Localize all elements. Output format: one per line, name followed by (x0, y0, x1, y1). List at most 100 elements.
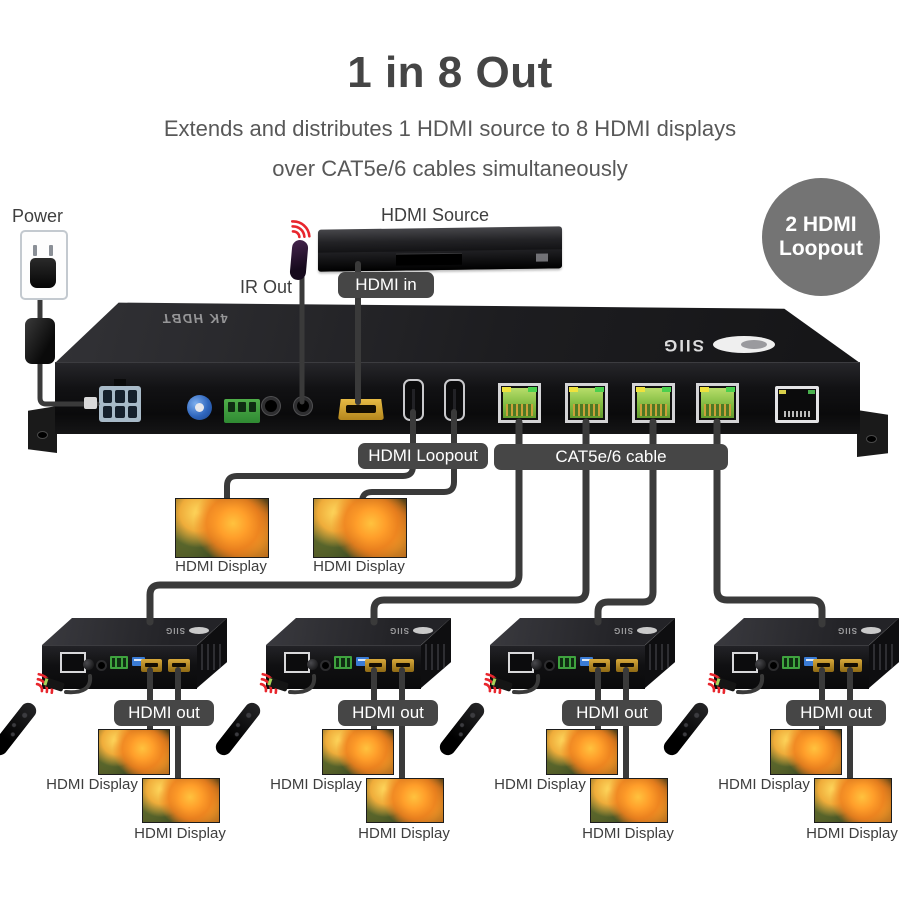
outlet-slot (33, 245, 37, 256)
siig-logo-small: SIIG (387, 625, 433, 637)
page-title: 1 in 8 Out (347, 48, 553, 97)
receiver-knob (307, 659, 318, 670)
hdmi-display-label: HDMI Display (718, 776, 810, 793)
receiver-terminal-block (782, 656, 800, 669)
hdmi-display-label: HDMI Display (313, 558, 405, 575)
siig-logo-oval (713, 336, 775, 354)
power-label: Power (12, 206, 64, 226)
receiver-dip-switch (804, 657, 817, 666)
receiver-terminal-block (558, 656, 576, 669)
badge-line2: Loopout (779, 237, 863, 260)
receiver-front-panel (42, 645, 197, 689)
hdmi-display-label: HDMI Display (806, 825, 898, 842)
receiver-dip-switch (132, 657, 145, 666)
receiver-front-panel (266, 645, 421, 689)
ir-signal-icon (290, 220, 311, 239)
rj45-port-1 (498, 383, 541, 423)
hdmi-display (322, 729, 394, 775)
receiver-top-face: SIIG (42, 618, 227, 645)
receiver-group-4: SIIG HDMI out HDMI Display HDMI Display (660, 610, 900, 860)
receiver-top-face: SIIG (266, 618, 451, 645)
screw-hole (37, 431, 48, 439)
receiver-hdmi-out-2 (840, 659, 862, 672)
ir-jack (294, 397, 312, 415)
subtitle-line1: Extends and distributes 1 HDMI source to… (163, 116, 737, 141)
splitter-front-panel (55, 362, 860, 434)
hdmi-display (770, 729, 842, 775)
receiver-top-face: SIIG (714, 618, 899, 645)
power-plug (30, 258, 56, 288)
receiver-hdmi-out-2 (168, 659, 190, 672)
mounting-bracket-right (857, 410, 888, 457)
dvd-display-window (396, 252, 462, 266)
hdmi-display-label: HDMI Display (46, 776, 138, 793)
receiver-terminal-block (110, 656, 128, 669)
receiver-group-1: SIIG HDMI out HDMI Display HDMI Display (0, 610, 230, 860)
receiver-terminal-block (334, 656, 352, 669)
dvd-logo (536, 253, 548, 262)
receiver-ir-jack (546, 662, 553, 669)
receiver-front-panel (714, 645, 869, 689)
siig-logo-small: SIIG (611, 625, 657, 637)
hdmi-display-label: HDMI Display (358, 825, 450, 842)
screw-hole (866, 435, 877, 443)
hdmi-display (142, 778, 220, 823)
receiver-knob (83, 659, 94, 670)
ir-emitter (289, 239, 309, 281)
receiver-ir-jack (770, 662, 777, 669)
rj45-port-3 (632, 383, 675, 423)
mounting-bracket-left (28, 406, 57, 453)
rj45-port-2 (565, 383, 608, 423)
power-connector-port (99, 379, 141, 422)
hdmi-source-label: HDMI Source (380, 205, 490, 225)
audio-jack (262, 397, 280, 415)
hdmi-display (98, 729, 170, 775)
receiver-ir-jack (98, 662, 105, 669)
hdbaset-logo: 4K HDBT (158, 311, 231, 326)
receiver-hdmi-out-1 (141, 659, 162, 672)
siig-logo-text: SIIG (661, 336, 704, 355)
rj45-port-spare (775, 386, 819, 423)
receiver-dip-switch (356, 657, 369, 666)
terminal-block (224, 399, 260, 423)
receiver-hdmi-out-1 (365, 659, 386, 672)
splitter-top-face: 4K HDBT SIIG (55, 302, 860, 363)
hdmi-display-label: HDMI Display (270, 776, 362, 793)
ir-out-label: IR Out (239, 277, 292, 297)
hdmi-display-label: HDMI Display (175, 558, 267, 575)
hdmi-out-tag: HDMI out (562, 700, 662, 726)
hdmi-display-label: HDMI Display (134, 825, 226, 842)
receiver-group-2: SIIG HDMI out HDMI Display HDMI Display (212, 610, 454, 860)
hdmi-in-tag: HDMI in (338, 272, 434, 298)
receiver-dip-switch (580, 657, 593, 666)
receiver-ir-jack (322, 662, 329, 669)
hdmi-out-tag: HDMI out (338, 700, 438, 726)
hdmi-display (175, 498, 269, 558)
power-adapter (25, 318, 55, 364)
receiver-hdmi-out-1 (589, 659, 610, 672)
hdmi-loopout-port-1 (403, 379, 424, 421)
dvd-player (318, 226, 562, 272)
receiver-hdmi-out-2 (392, 659, 414, 672)
outlet-slot (49, 245, 53, 256)
receiver-hdmi-out-1 (813, 659, 834, 672)
loopout-count-badge: 2 HDMI Loopout (762, 178, 880, 296)
hdmi-loopout-port-2 (444, 379, 465, 421)
hdmi-display (366, 778, 444, 823)
receiver-front-panel (490, 645, 645, 689)
cat-cable-tag: CAT5e/6 cable (494, 444, 728, 470)
receiver-knob (755, 659, 766, 670)
hdmi-display (590, 778, 668, 823)
cat-cable-4 (713, 418, 826, 628)
receiver-top-face: SIIG (490, 618, 675, 645)
ir-remote (0, 699, 40, 759)
hdmi-display-label: HDMI Display (494, 776, 586, 793)
rotary-dial (187, 395, 212, 420)
hdmi-in-port (338, 399, 384, 420)
hdmi-loopout-tag: HDMI Loopout (358, 443, 488, 469)
siig-logo: SIIG (625, 334, 775, 356)
badge-line1: 2 HDMI (785, 213, 857, 237)
hdmi-display-label: HDMI Display (582, 825, 674, 842)
rj45-port-4 (696, 383, 739, 423)
